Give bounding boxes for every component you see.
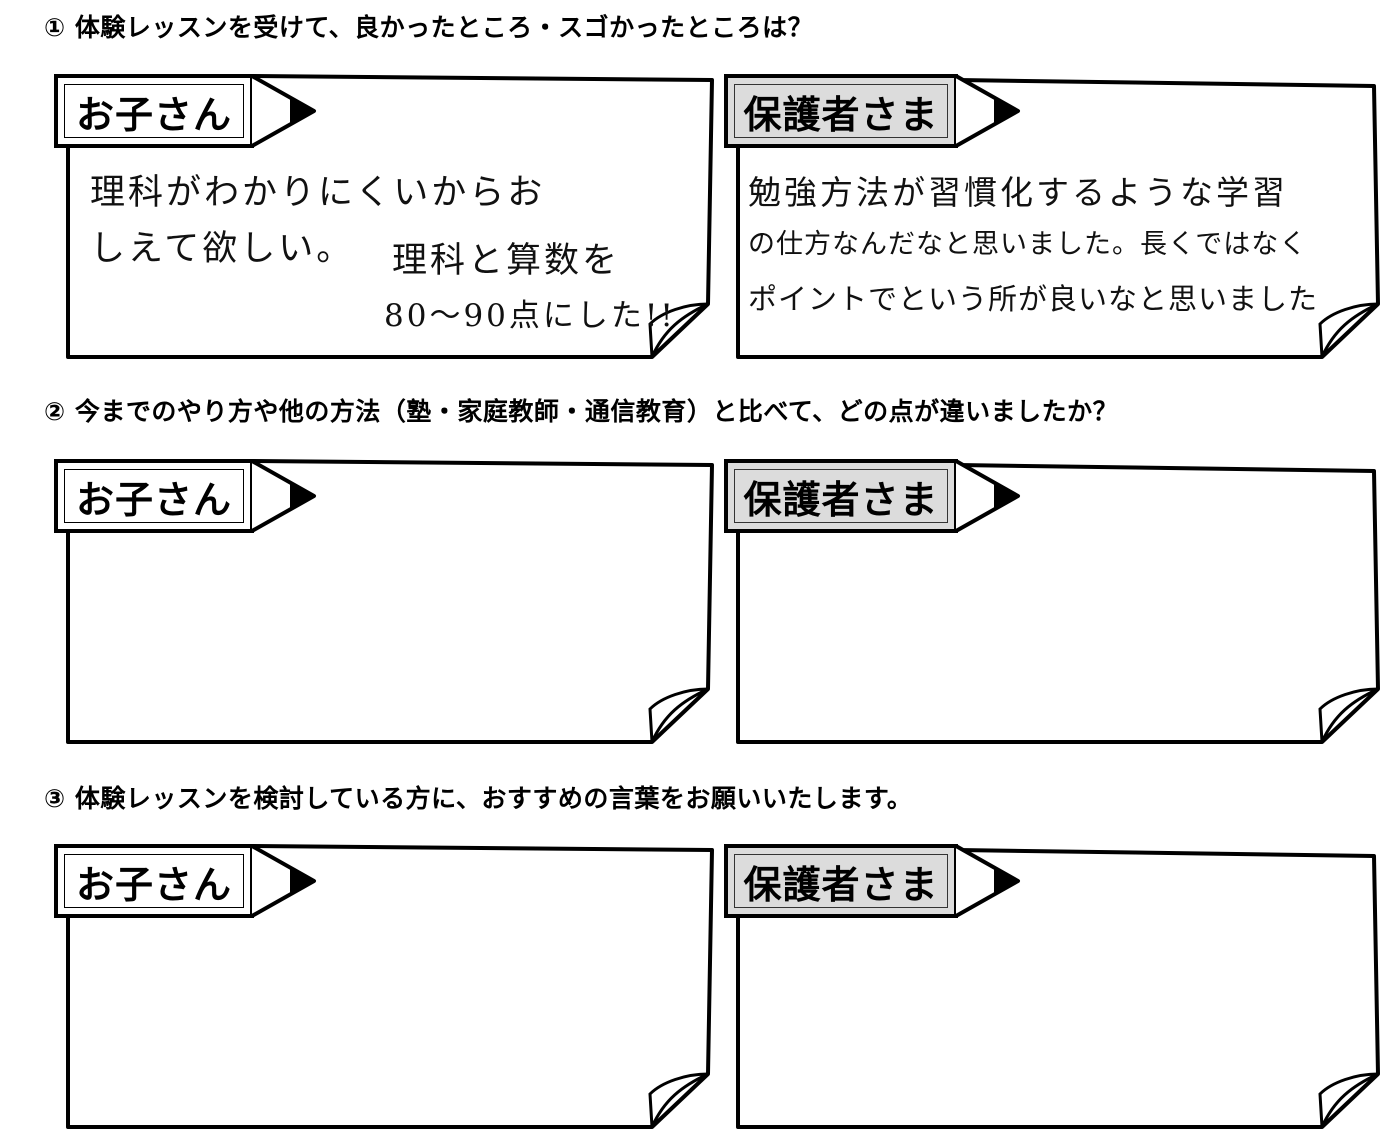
- pencil-tip-icon: [251, 844, 316, 918]
- pencil-tip-icon: [955, 74, 1020, 148]
- paper-note-frame: [66, 74, 714, 359]
- q3-parent-answer-card: 保護者さま: [722, 842, 1386, 1132]
- paper-note-frame: [736, 848, 1380, 1129]
- pencil-tip-icon: [955, 844, 1020, 918]
- pencil-tip-icon: [251, 74, 316, 148]
- child-tag: お子さん: [54, 459, 254, 533]
- pencil-tip-icon: [251, 459, 316, 533]
- answer-line: 勉強方法が習慣化するような学習: [748, 173, 1288, 212]
- paper-note-frame: [736, 463, 1380, 744]
- q1-parent-answer-card: 保護者さま 勉強方法が習慣化するような学習 の仕方なんだなと思いました。長くでは…: [722, 72, 1386, 362]
- child-tag: お子さん: [54, 844, 254, 918]
- answer-line: 理科と算数を: [392, 241, 621, 281]
- parent-tag: 保護者さま: [724, 459, 958, 533]
- pencil-tip-icon: [955, 459, 1020, 533]
- answer-line: 理科がわかりにくいからお: [90, 173, 546, 213]
- question-2-heading: ② 今までのやり方や他の方法（塾・家庭教師・通信教育）と比べて、どの点が違いまし…: [44, 397, 1119, 426]
- q2-parent-answer-card: 保護者さま: [722, 457, 1386, 747]
- question-1-heading: ① 体験レッスンを受けて、良かったところ・スゴかったところは？: [44, 13, 814, 42]
- q2-child-answer-card: お子さん: [52, 457, 716, 747]
- paper-note-frame: [66, 844, 714, 1129]
- answer-line: 80〜90点にした!!: [384, 298, 676, 334]
- answer-line: の仕方なんだなと思いました。長くではなく: [748, 229, 1308, 260]
- parent-tag: 保護者さま: [724, 844, 958, 918]
- answer-line: しえて欲しい。: [90, 229, 355, 269]
- parent-tag: 保護者さま: [724, 74, 958, 148]
- q1-child-answer-card: お子さん 理科がわかりにくいからお しえて欲しい。 理科と算数を 80〜90点に…: [52, 72, 716, 362]
- answer-line: ポイントでという所が良いなと思いました: [748, 282, 1319, 316]
- child-tag: お子さん: [54, 74, 254, 148]
- q3-child-answer-card: お子さん: [52, 842, 716, 1132]
- paper-note-frame: [66, 459, 714, 744]
- paper-note-frame: [736, 78, 1380, 359]
- question-3-heading: ③ 体験レッスンを検討している方に、おすすめの言葉をお願いいたします。: [44, 784, 913, 813]
